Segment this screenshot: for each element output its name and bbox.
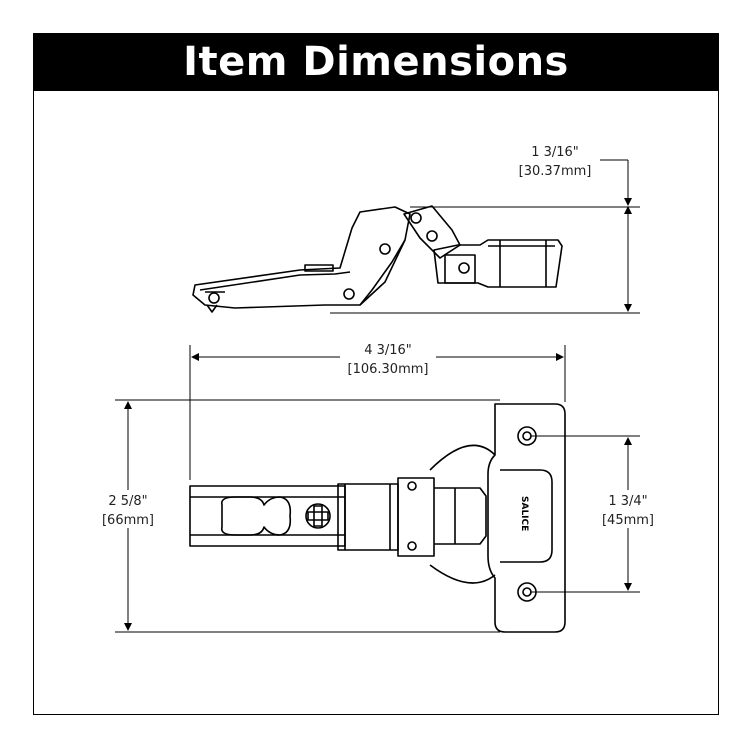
hole-label-bg	[596, 490, 660, 528]
page-title: Item Dimensions	[33, 33, 719, 91]
brand-mark: SALICE	[519, 496, 529, 531]
height-imperial-label: 1 3/16"	[531, 145, 579, 160]
width-metric-label: [66mm]	[102, 513, 154, 528]
width-label-bg	[96, 490, 160, 528]
length-imperial-label: 4 3/16"	[364, 343, 412, 358]
hinge-side-view	[192, 205, 563, 313]
width-imperial-label: 2 5/8"	[108, 494, 147, 509]
length-label-bg	[340, 340, 436, 378]
hole-spacing-metric-label: [45mm]	[602, 513, 654, 528]
hinge-top-view	[189, 403, 566, 633]
length-metric-label: [106.30mm]	[348, 362, 429, 377]
hole-spacing-imperial-label: 1 3/4"	[608, 494, 647, 509]
height-metric-label: [30.37mm]	[519, 164, 592, 179]
